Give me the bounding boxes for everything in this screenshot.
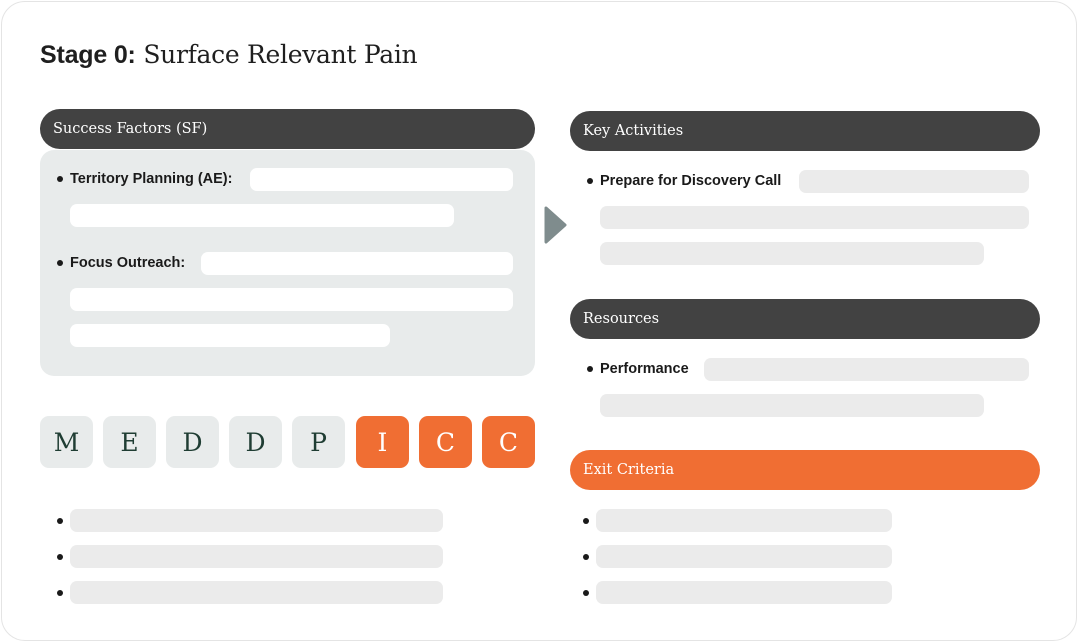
- meddpicc-letter-m: M: [40, 416, 93, 468]
- meddpicc-letter-e: E: [103, 416, 156, 468]
- success-factors-header: Success Factors (SF): [40, 109, 535, 149]
- placeholder-bar: [70, 509, 443, 532]
- stage-prefix: Stage 0:: [40, 41, 136, 69]
- bullet-dot: [583, 518, 589, 524]
- placeholder-bar: [600, 242, 984, 265]
- bullet-dot: [57, 590, 63, 596]
- bullet-dot: [57, 176, 63, 182]
- meddpicc-letter-c: C: [482, 416, 535, 468]
- key-activities-header: Key Activities: [570, 111, 1040, 151]
- placeholder-bar: [70, 324, 390, 347]
- bullet-dot: [583, 590, 589, 596]
- placeholder-bar: [600, 394, 984, 417]
- placeholder-bar: [596, 509, 892, 532]
- resources-header-label: Resources: [583, 311, 660, 327]
- placeholder-bar: [70, 581, 443, 604]
- bullet-dot: [57, 518, 63, 524]
- placeholder-bar: [596, 581, 892, 604]
- placeholder-bar: [70, 545, 443, 568]
- sf-item-territory-planning: Territory Planning (AE):: [70, 171, 233, 187]
- meddpicc-letter-i: I: [356, 416, 409, 468]
- placeholder-bar: [704, 358, 1029, 381]
- placeholder-bar: [70, 204, 454, 227]
- bullet-dot: [583, 554, 589, 560]
- placeholder-bar: [600, 206, 1029, 229]
- stage-title: Surface Relevant Pain: [143, 40, 418, 69]
- key-activities-header-label: Key Activities: [583, 123, 684, 139]
- placeholder-bar: [596, 545, 892, 568]
- placeholder-bar: [250, 168, 513, 191]
- meddpicc-letter-p: P: [292, 416, 345, 468]
- bullet-dot: [57, 260, 63, 266]
- meddpicc-letter-c: C: [419, 416, 472, 468]
- placeholder-bar: [799, 170, 1029, 193]
- success-factors-header-label: Success Factors (SF): [53, 121, 208, 137]
- bullet-dot: [587, 178, 593, 184]
- meddpicc-letter-d: D: [166, 416, 219, 468]
- sf-item-focus-outreach: Focus Outreach:: [70, 255, 186, 271]
- resource-item: Performance: [600, 361, 689, 377]
- exit-criteria-header-label: Exit Criteria: [583, 462, 675, 478]
- key-activity-item: Prepare for Discovery Call: [600, 173, 782, 189]
- placeholder-bar: [201, 252, 513, 275]
- arrow-right-icon: [544, 206, 567, 244]
- bullet-dot: [587, 366, 593, 372]
- page-title: Stage 0: Surface Relevant Pain: [40, 40, 418, 70]
- resources-header: Resources: [570, 299, 1040, 339]
- exit-criteria-header: Exit Criteria: [570, 450, 1040, 490]
- meddpicc-letter-d: D: [229, 416, 282, 468]
- placeholder-bar: [70, 288, 513, 311]
- bullet-dot: [57, 554, 63, 560]
